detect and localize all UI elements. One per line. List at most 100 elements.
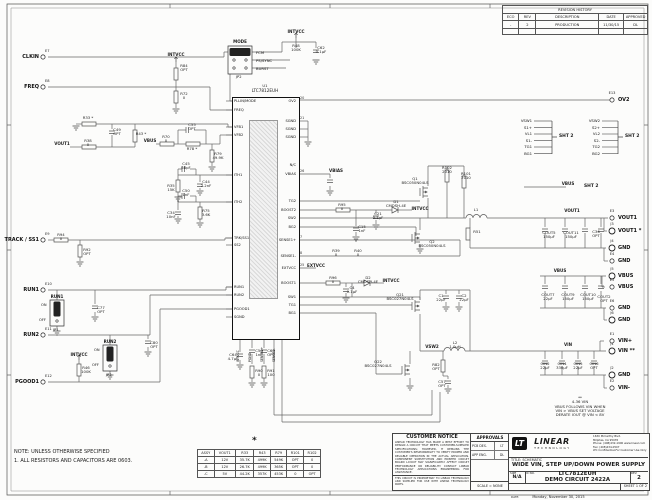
rev-value: 2 [637,475,641,481]
assy-col: R102 [303,449,321,457]
ic-pin-sgnd: SGND [234,314,245,319]
terminal-id-j3: J3 [610,222,614,226]
ground-symbol [248,382,256,388]
assy-col: VOUT1 [213,449,237,457]
capacitor-symbol [542,285,548,289]
ic-pin-tg2: TG2 [288,198,296,203]
run1-jumper-ref: JP1 [53,327,59,332]
net-label-vout1: VOUT1 [564,208,580,213]
component-label-r78-: R78 * [176,146,208,151]
component-value: 100 [267,372,275,378]
ground-symbol [260,382,268,388]
component-refdes: Q22 [374,359,382,364]
terminal-label-vbus: VBUS [618,273,634,279]
sht2-net-s1-: S1- [525,137,532,143]
ground-symbol [342,297,350,303]
component-value: 10nF [166,214,176,220]
ic-pin-boost1: BOOST1 [281,280,296,285]
net-label-vsw2: VSW2 [425,344,439,349]
component-value: 0 [182,95,186,101]
ic-pin-run1: RUN1 [234,284,245,289]
ground-symbol [326,190,334,196]
approval-role: APP ENG. [471,451,495,459]
component-refdes: R94 [57,232,65,237]
assy-col: R101 [286,449,305,457]
terminal-circle [609,258,615,264]
assy-cell: 12V [213,456,237,464]
capacitor-symbol [197,183,203,187]
component-value: OPT [83,251,91,257]
component-refdes: R33 * [82,115,94,120]
ground-symbol [174,218,182,224]
capacitor-symbol [559,360,565,364]
ic-pin-ov2: OV2 [288,98,296,103]
component-refdes: R91 [267,368,275,373]
vin-note-line: VBUS FOLLOWS VIN WHEN [554,403,606,409]
component-value: 0 [86,142,90,148]
ic-pin-pgood1: PGOOD1 [234,306,250,311]
resistor-symbol [444,169,450,183]
ic-pin-number: 21 [300,116,305,120]
rev-cell: DL [623,20,648,29]
run2-off-label: OFF [92,363,99,367]
jumper-pin [232,58,236,62]
customer-notice-body: LINEAR TECHNOLOGY HAS MADE A BEST EFFORT… [395,440,469,475]
component-refdes: R72 [180,91,188,96]
sht2-net-vsw1: VSW1 [520,118,532,124]
jumper-pin [232,66,236,70]
rev-col-4: APPROVED [623,13,648,21]
component-value: 0.1µF [372,215,384,221]
component-value: 22µF [543,296,553,302]
ic-pin-sw1: SW1 [287,294,296,299]
note-line2: 1. ALL RESISTORS AND CAPACITORS ARE 0603… [14,458,133,464]
rev-cell: 2 [518,20,537,29]
ground-symbol [174,196,182,202]
net-label-vout1: VOUT1 [54,141,70,146]
terminal-label-vin+: VIN+ [618,338,633,344]
sht2-bracket [617,121,623,154]
ic-pin-pllin-mode: PLLIN/MODE [234,98,257,103]
net-label-vbus: VBUS [143,138,157,143]
resistor-symbol [81,144,97,150]
terminal-label-gnd: GND [618,305,631,311]
address-line: 1630 McCarthy Blvd. [593,434,622,438]
assy-cell: 35.7K [235,456,255,464]
title-label: TITLE: SCHEMATIC [511,458,543,462]
assy-cell: 365K [269,463,288,471]
assy-col: ASSY [197,449,215,457]
terminal-id-e3: E3 [609,209,615,213]
net-label-extvcc: EXTVCC [307,263,325,268]
resistor-symbol [197,206,203,220]
supply-arrow-symbol [77,354,81,360]
vin-note-line: DERATE IOUT @ VIN < 8V [555,412,605,418]
terminal-id-e6: E6 [609,299,615,303]
assy-cell: OPT [286,463,305,471]
ground-symbol [106,374,114,380]
component-value: 22µF [573,365,583,371]
component-value: 150µF [582,296,594,302]
supply-arrow-symbol [174,56,178,62]
diode-symbol [391,206,399,214]
ground-symbol [236,364,244,370]
capacitor-symbol [343,288,349,292]
component-value: OPT [188,126,196,132]
assy-col: R43 [253,449,271,457]
net-label-intvcc: INTVCC [287,29,305,34]
component-refdes: R40 [354,248,362,253]
